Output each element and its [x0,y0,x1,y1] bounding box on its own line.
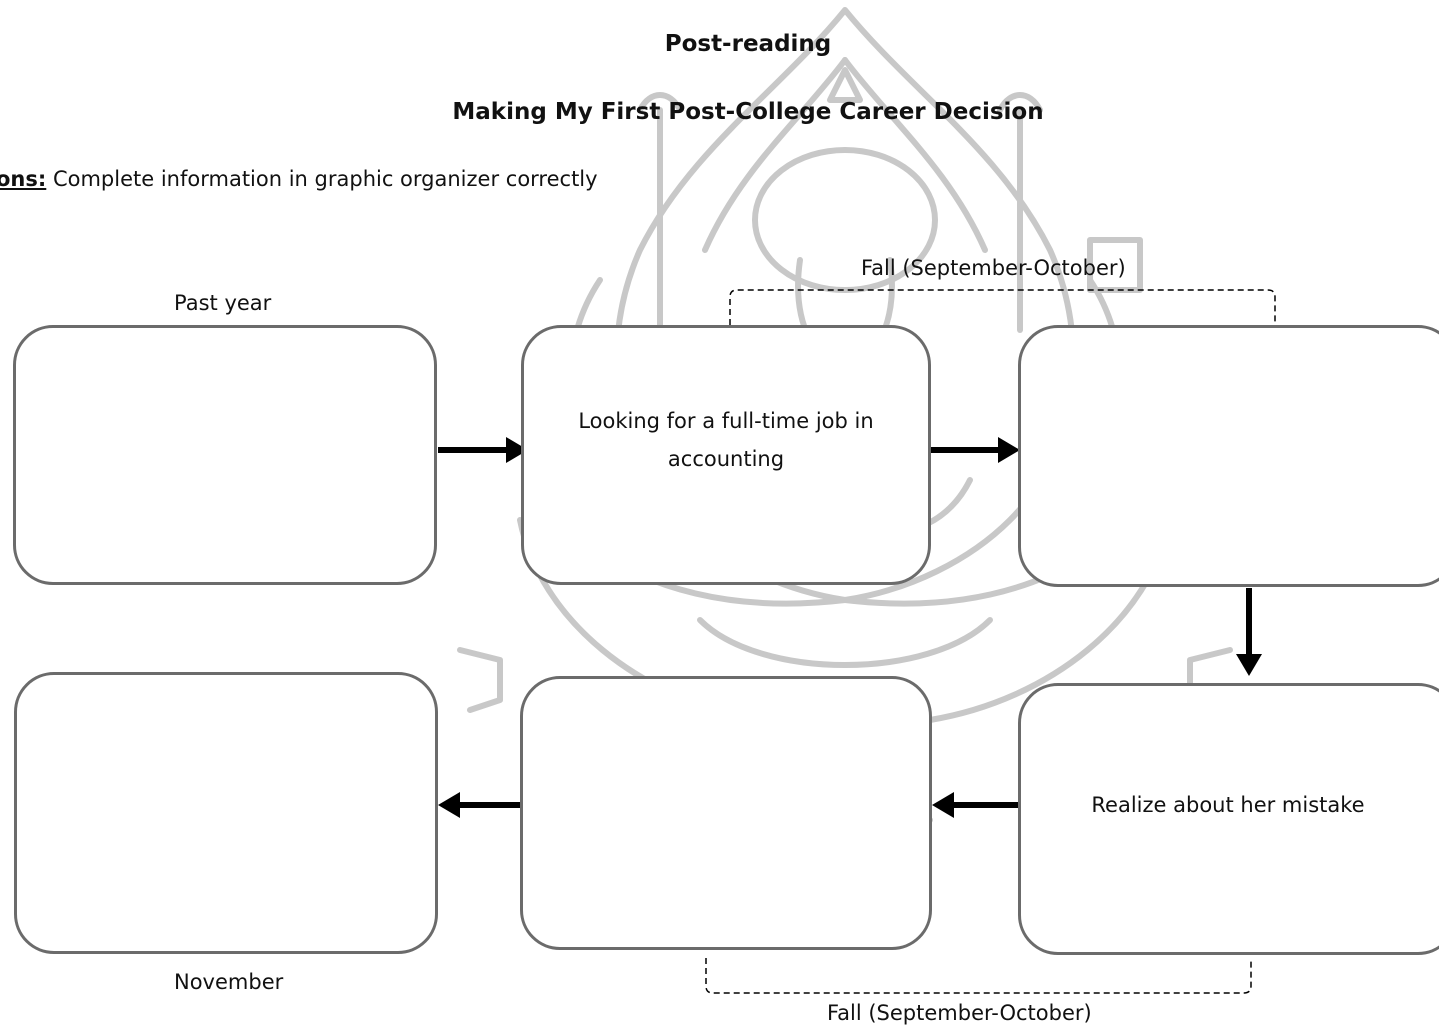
label-fall-bottom: Fall (September-October) [827,1001,1092,1025]
organizer-box-6[interactable] [14,672,438,954]
arrow-box1-to-box2 [438,437,528,463]
label-fall-top: Fall (September-October) [861,256,1126,280]
bracket-top [729,289,1276,325]
box-4-text: Realize about her mistake [1091,793,1365,817]
box-2-text: Looking for a full-time job in accountin… [578,409,874,471]
organizer-box-3[interactable] [1018,325,1439,587]
arrow-box4-to-box5 [932,792,1022,818]
organizer-box-4[interactable]: Realize about her mistake [1018,683,1439,955]
page-subtitle: Making My First Post-College Career Deci… [452,99,1044,125]
label-november: November [174,970,284,994]
arrow-box5-to-box6 [438,792,528,818]
instructions-lead: ons: [0,167,47,191]
instructions-text: Complete information in graphic organize… [46,167,598,191]
organizer-box-2[interactable]: Looking for a full-time job in accountin… [521,325,931,585]
bracket-bottom [705,958,1252,994]
arrow-box3-to-box4 [1236,588,1262,676]
arrow-box2-to-box3 [930,437,1020,463]
instructions: ons: Complete information in graphic org… [0,167,598,191]
organizer-box-1[interactable] [13,325,437,585]
label-past-year: Past year [174,291,272,315]
page-title: Post-reading [664,31,832,57]
organizer-box-5[interactable] [520,676,932,950]
